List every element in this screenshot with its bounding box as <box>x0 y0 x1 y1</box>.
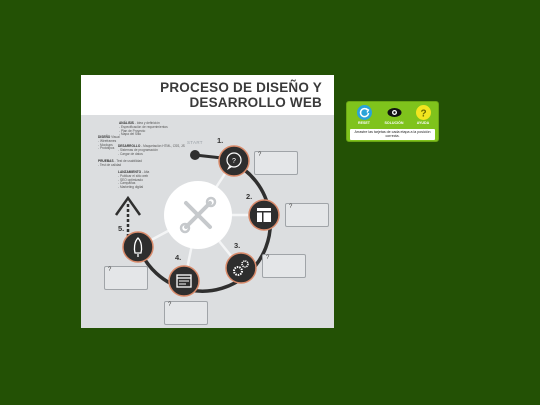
solution-button[interactable]: SOLUCIÓN <box>382 105 406 129</box>
answer-slot-step4[interactable]: ? <box>164 301 208 325</box>
process-poster: PROCESO DE DISEÑO Y DESARROLLO WEB ANÁLI… <box>81 75 334 328</box>
note-analisis: ANÁLISIS - Idea y definición - Especific… <box>119 121 168 137</box>
control-panel: RESET SOLUCIÓN ? AYUDA Arrastre las tarj… <box>346 101 439 142</box>
step5-node <box>122 231 154 263</box>
step3-number: 3. <box>234 241 241 250</box>
eye-icon <box>387 105 402 120</box>
return-arrow <box>114 195 142 237</box>
poster-title-line2: DESARROLLO WEB <box>189 95 322 110</box>
instruction-text: Arrastre las tarjetas de cada etapa a la… <box>350 129 435 140</box>
step5-number: 5. <box>118 224 125 233</box>
note-diseno: DISEÑO Visual - Wireframes - Mockups - P… <box>98 135 120 151</box>
reset-button[interactable]: RESET <box>352 105 376 129</box>
start-label: START <box>187 140 203 145</box>
step2-number: 2. <box>246 192 253 201</box>
step3-node <box>225 252 257 284</box>
note-desarrollo: DESARROLLO - Maquetación HTML, CSS, JS -… <box>118 144 185 156</box>
help-button[interactable]: ? AYUDA <box>411 105 435 129</box>
note-pruebas: PRUEBAS - Test de usabilidad - Test de c… <box>98 159 142 167</box>
answer-slot-step3[interactable]: ? <box>262 254 306 278</box>
poster-title-line1: PROCESO DE DISEÑO Y <box>160 80 322 95</box>
svg-text:?: ? <box>232 158 236 165</box>
step4-node <box>168 265 200 297</box>
note-lanzamiento: LANZAMIENTO - Alta - Publicar el sitio w… <box>118 170 150 190</box>
start-dot <box>190 150 200 160</box>
answer-slot-step2[interactable]: ? <box>285 203 329 227</box>
help-icon: ? <box>415 105 431 120</box>
reset-icon <box>356 105 372 120</box>
step4-number: 4. <box>175 253 182 262</box>
tools-icon <box>179 196 217 234</box>
answer-slot-step5[interactable]: ? <box>104 266 148 290</box>
step1-node: ? <box>218 145 250 177</box>
svg-text:?: ? <box>420 109 426 120</box>
poster-header: PROCESO DE DISEÑO Y DESARROLLO WEB <box>81 75 334 115</box>
answer-slot-step1[interactable]: ? <box>254 151 298 175</box>
process-cycle-diagram: ? <box>114 145 280 297</box>
step2-node <box>248 199 280 231</box>
step1-number: 1. <box>217 136 224 145</box>
